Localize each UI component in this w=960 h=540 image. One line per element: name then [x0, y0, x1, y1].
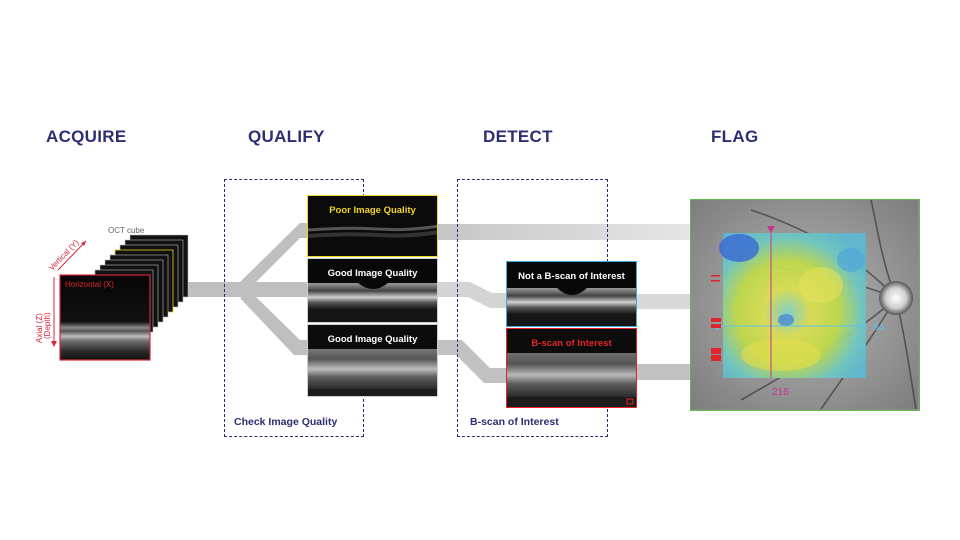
stage-title-flag: FLAG: [711, 127, 759, 146]
scan-poor-quality: Poor Image Quality: [307, 195, 438, 257]
scan-not-interest-image: [507, 288, 636, 326]
flow-branch-middle: [245, 282, 308, 297]
scan-good-caption-1: Good Image Quality: [327, 268, 418, 279]
flow-not-interest-to-flag: [636, 294, 692, 309]
flow-interest-to-flag: [636, 364, 692, 380]
cube-front-slice: [59, 274, 151, 361]
scan-interest: B-scan of Interest: [506, 328, 637, 408]
y-value-label: 84: [873, 322, 885, 333]
scan-poor-image: [308, 224, 437, 238]
scan-not-interest-caption: Not a B-scan of Interest: [518, 271, 625, 282]
scan-interest-image: [507, 353, 636, 407]
cube-title: OCT cube: [108, 226, 145, 235]
scan-good-image-1: [308, 283, 437, 322]
flow-branch-top: [240, 223, 308, 286]
flag-markers: [711, 275, 721, 361]
stage-title-detect: DETECT: [483, 127, 553, 146]
fundus-image: 84 216: [691, 200, 918, 409]
x-value-label: 216: [772, 387, 789, 398]
axis-axial-label-1: Axial (Z): [35, 313, 44, 343]
scan-poor-caption: Poor Image Quality: [329, 205, 416, 216]
optic-disc: [879, 281, 913, 315]
flow-poor-to-flag: [437, 224, 692, 240]
x-marker: [767, 226, 775, 233]
scan-interest-marker: [626, 398, 634, 405]
axis-vertical-arrow: [57, 240, 87, 271]
flow-good1-to-detect: [437, 282, 507, 308]
axis-horizontal-label: Horizontal (X): [65, 280, 114, 289]
flow-branch-bottom: [240, 293, 308, 355]
oct-cube: Horizontal (X) Vertical (Y) Axial (Z) (D…: [35, 226, 189, 361]
stage-title-acquire: ACQUIRE: [46, 127, 127, 146]
detect-box-label: B-scan of Interest: [470, 416, 559, 428]
flag-fundus-panel: 84 216: [690, 199, 920, 411]
scan-not-interest: Not a B-scan of Interest: [506, 261, 637, 327]
axis-axial-label-2: (Depth): [43, 312, 52, 339]
scan-good-caption-2: Good Image Quality: [327, 334, 418, 345]
qualify-box-label: Check Image Quality: [234, 416, 338, 428]
scan-interest-caption: B-scan of Interest: [531, 338, 612, 349]
axis-axial-arrow: [51, 277, 57, 347]
scan-good-quality-2: Good Image Quality: [307, 324, 438, 397]
flow-cube-to-qualify: [186, 282, 246, 297]
flow-good2-to-detect: [437, 340, 507, 383]
stage-title-qualify: QUALIFY: [248, 127, 325, 146]
axis-vertical-label: Vertical (Y): [47, 238, 81, 273]
scan-good-quality-1: Good Image Quality: [307, 258, 438, 323]
scan-good-image-2: [308, 349, 437, 396]
